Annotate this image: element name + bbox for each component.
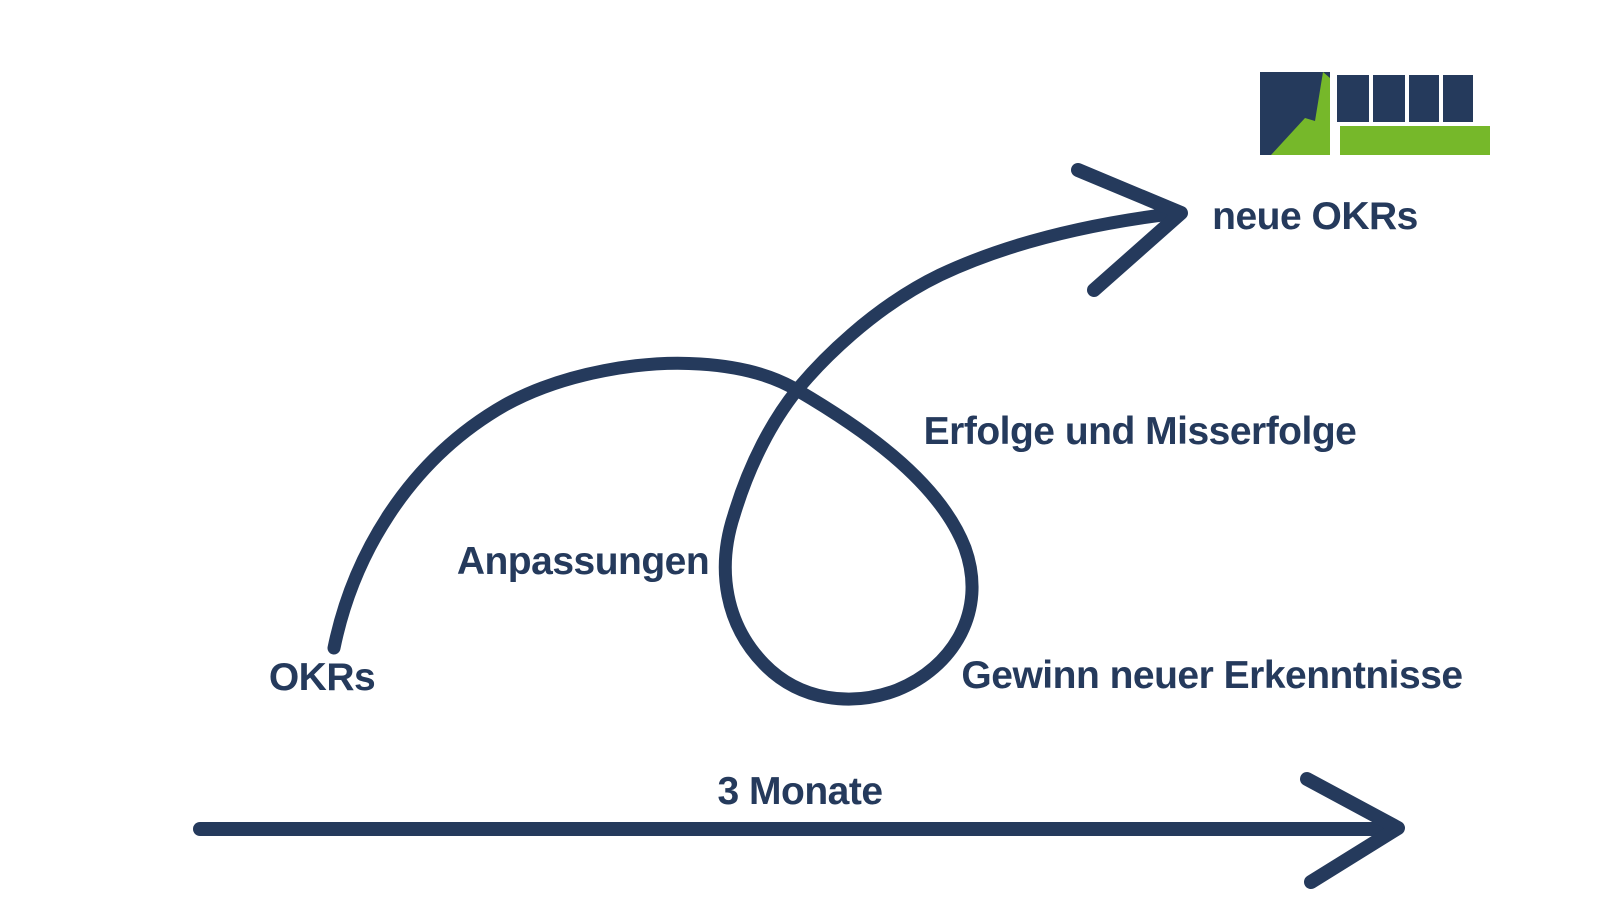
- logo-wordmark-block: [1373, 75, 1405, 122]
- timeline-arrowhead-icon: [1300, 772, 1405, 889]
- label-3-monate: 3 Monate: [717, 770, 883, 813]
- logo-wordmark-block: [1409, 75, 1439, 122]
- company-logo: [1260, 72, 1490, 155]
- label-neue-okrs: neue OKRs: [1212, 195, 1418, 238]
- logo-subwordmark-block: [1340, 126, 1490, 155]
- logo-arrow-icon: [1271, 72, 1330, 155]
- logo-wordmark-block: [1443, 75, 1473, 122]
- right-arrow-icon: [193, 772, 1405, 889]
- label-okrs: OKRs: [268, 656, 376, 699]
- label-gewinn-neuer-erkenntnisse: Gewinn neuer Erkenntnisse: [961, 654, 1463, 697]
- label-anpassungen: Anpassungen: [456, 540, 710, 583]
- label-erfolge-und-misserfolge: Erfolge und Misserfolge: [923, 410, 1357, 453]
- loop-swoosh-arrow-icon: [327, 163, 1188, 706]
- swoosh-arrowhead-icon: [1071, 163, 1188, 297]
- logo-wordmark-block: [1337, 75, 1369, 122]
